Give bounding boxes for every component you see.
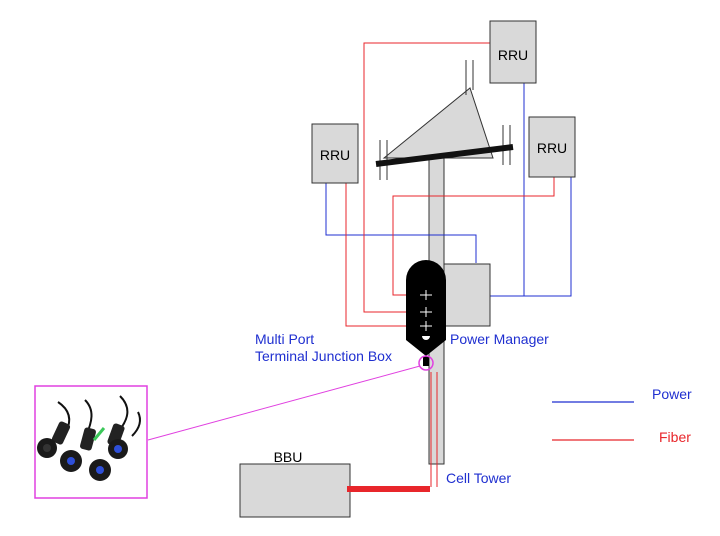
fiber-connectors-inset <box>34 385 148 499</box>
rru-box-top <box>489 20 537 84</box>
junction-box-label-line1: Multi Port <box>255 331 314 347</box>
rru-label-right: RRU <box>537 140 567 156</box>
rru-label-top: RRU <box>498 47 528 63</box>
antenna-structure <box>375 60 514 180</box>
junction-box <box>406 260 446 371</box>
power-lines <box>325 83 572 297</box>
bbu-box <box>239 463 351 518</box>
legend-power-label: Power <box>652 386 692 402</box>
bbu-label: BBU <box>274 449 303 465</box>
inset-callout-line <box>147 365 421 441</box>
rru-box-right <box>528 116 576 178</box>
legend: Power Fiber <box>552 386 692 445</box>
cell-tower-label: Cell Tower <box>446 470 511 486</box>
power-manager-label: Power Manager <box>450 331 549 347</box>
legend-fiber-label: Fiber <box>659 429 691 445</box>
junction-box-label-line2: Terminal Junction Box <box>255 348 392 364</box>
power-manager-box <box>443 263 491 327</box>
rru-label-left: RRU <box>320 147 350 163</box>
fiber-lines <box>345 42 555 487</box>
rru-box-left <box>311 123 359 184</box>
